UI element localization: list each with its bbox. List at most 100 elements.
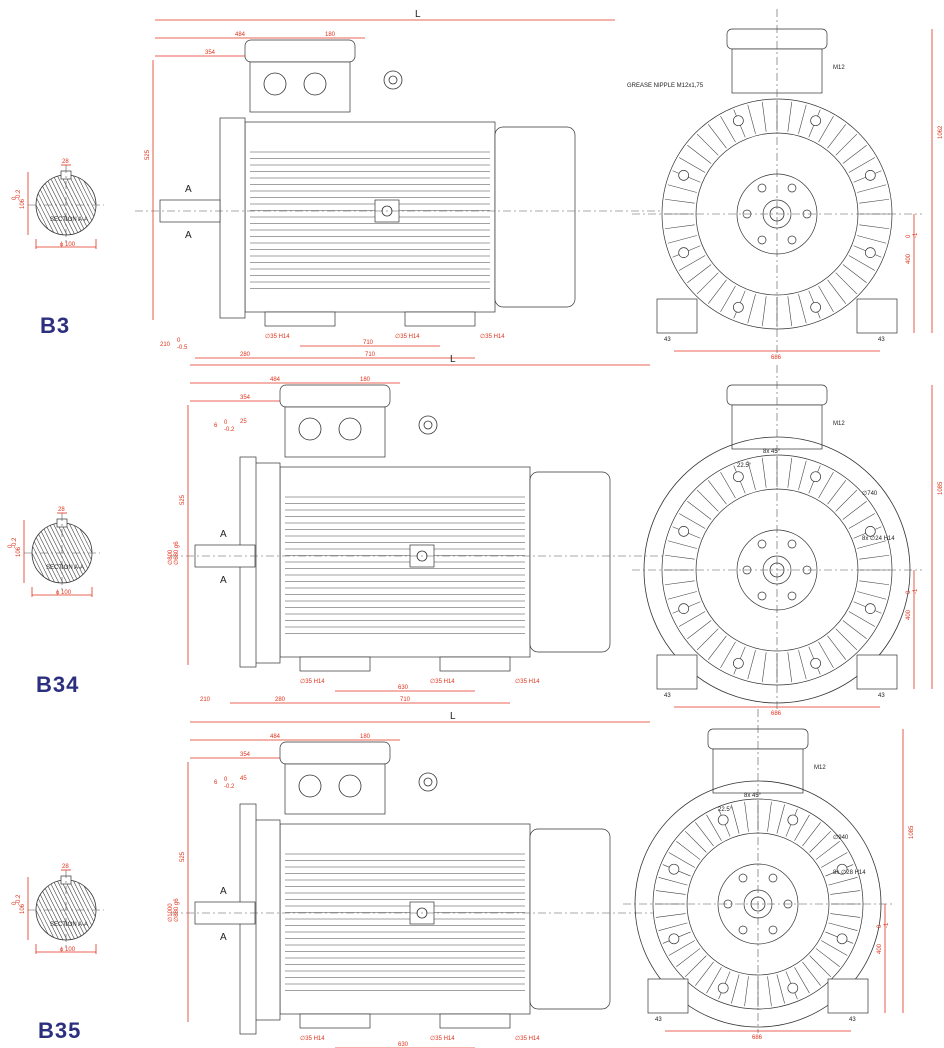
- radial-fin: [859, 198, 890, 204]
- hatch-line: [116, 878, 148, 942]
- lifting-eye-hole: [423, 420, 433, 430]
- bolt-head: [717, 982, 729, 994]
- hatch-line: [104, 173, 136, 237]
- radial-fin: [664, 554, 695, 560]
- section-height: 106: [16, 546, 22, 557]
- radial-fin: [676, 841, 701, 860]
- section-mark-a: A: [185, 184, 192, 195]
- tol-top: 0: [906, 590, 912, 594]
- radial-fin: [809, 830, 832, 853]
- hatch-line: [112, 521, 144, 585]
- radial-fin: [794, 967, 810, 994]
- radial-fin: [830, 913, 861, 918]
- terminal-box: [249, 61, 351, 113]
- cover-bolt: [768, 925, 778, 935]
- bolt-head: [678, 603, 690, 615]
- radial-fin: [787, 457, 793, 488]
- foot-dim: 43: [664, 337, 671, 343]
- section-mark-a: A: [220, 529, 227, 540]
- hole-callout: ∅35 H14: [515, 1035, 540, 1042]
- fan-cover: [494, 126, 576, 308]
- foot: [856, 298, 898, 334]
- radial-fin: [815, 841, 840, 860]
- radial-fin: [696, 628, 719, 651]
- dim-525: 525: [180, 494, 186, 505]
- radial-fin: [667, 184, 697, 193]
- section-diameter: ϕ 100: [60, 242, 76, 248]
- shaft-height: 400: [906, 609, 912, 620]
- terminal-box-lid: [279, 741, 391, 765]
- foot: [439, 1013, 511, 1029]
- dim-525: 525: [180, 851, 186, 862]
- radial-fin: [747, 104, 756, 134]
- radial-fin: [787, 652, 793, 683]
- hatch-line: [79, 175, 96, 235]
- tol-bottom: -1: [884, 922, 890, 928]
- radial-fin: [707, 635, 727, 660]
- radial-fin: [658, 877, 688, 886]
- radial-fin: [696, 133, 719, 156]
- radial-fin: [818, 115, 834, 143]
- bolt-head: [864, 603, 876, 615]
- small-dim: 0: [224, 420, 228, 426]
- section-height: 106: [20, 903, 26, 914]
- section-height: 106: [20, 198, 26, 209]
- bolt-head: [668, 933, 680, 945]
- dim-630: 630: [398, 1042, 409, 1048]
- fan-cover: [529, 828, 611, 1010]
- cable-gland: [303, 72, 327, 96]
- foot-dim: 43: [878, 337, 885, 343]
- bolt-head: [678, 525, 690, 537]
- dim-210: 210: [160, 342, 171, 348]
- section-caption: SECTION A-A: [50, 922, 88, 928]
- bolt-head: [810, 301, 822, 313]
- dim-686: 686: [752, 1035, 763, 1041]
- radial-fin: [720, 285, 736, 313]
- radial-fin: [655, 890, 686, 895]
- hatch-line: [112, 173, 144, 237]
- dim-180: 180: [360, 734, 371, 740]
- radial-fin: [827, 480, 847, 505]
- radial-fin: [859, 224, 890, 230]
- cable-gland: [338, 417, 362, 441]
- radial-fin: [835, 272, 858, 295]
- radial-fin: [687, 264, 712, 284]
- radial-fin: [828, 922, 858, 931]
- dim-210: 210: [200, 697, 211, 703]
- cover-bolt: [738, 873, 748, 883]
- pcd-callout: ∅940: [833, 834, 849, 841]
- hatch-line: [100, 173, 132, 237]
- foot: [856, 654, 898, 690]
- hatch-line: [124, 173, 156, 237]
- cover-bolt: [768, 873, 778, 883]
- radial-fin: [809, 955, 832, 978]
- lifting-eye: [418, 415, 438, 435]
- radial-fin: [731, 974, 740, 1004]
- radial-fin: [678, 513, 706, 529]
- hatch-line: [120, 521, 152, 585]
- cover-bolt: [787, 539, 797, 549]
- tol-top: 0: [12, 196, 18, 200]
- terminal-box: [731, 404, 823, 450]
- foot: [647, 978, 689, 1014]
- hatch-line: [132, 173, 164, 237]
- radial-fin: [695, 961, 714, 986]
- radial-fin: [848, 611, 876, 627]
- radial-fin: [859, 580, 890, 586]
- tol-bottom: -1: [913, 232, 919, 238]
- radial-fin: [667, 235, 697, 244]
- radial-fin: [720, 115, 736, 143]
- foot: [264, 311, 336, 327]
- dim-710: 710: [365, 352, 376, 358]
- dim-525: 525: [145, 149, 151, 160]
- thread-callout: M12: [833, 421, 845, 427]
- overall-length: L: [450, 711, 456, 722]
- radial-fin: [696, 272, 719, 295]
- radial-fin: [761, 101, 767, 132]
- bolt-head: [810, 657, 822, 669]
- dim-354: 354: [240, 395, 251, 401]
- hatch-line: [0, 173, 32, 237]
- variant-label-b3: B3: [40, 313, 71, 338]
- radial-fin: [761, 652, 767, 683]
